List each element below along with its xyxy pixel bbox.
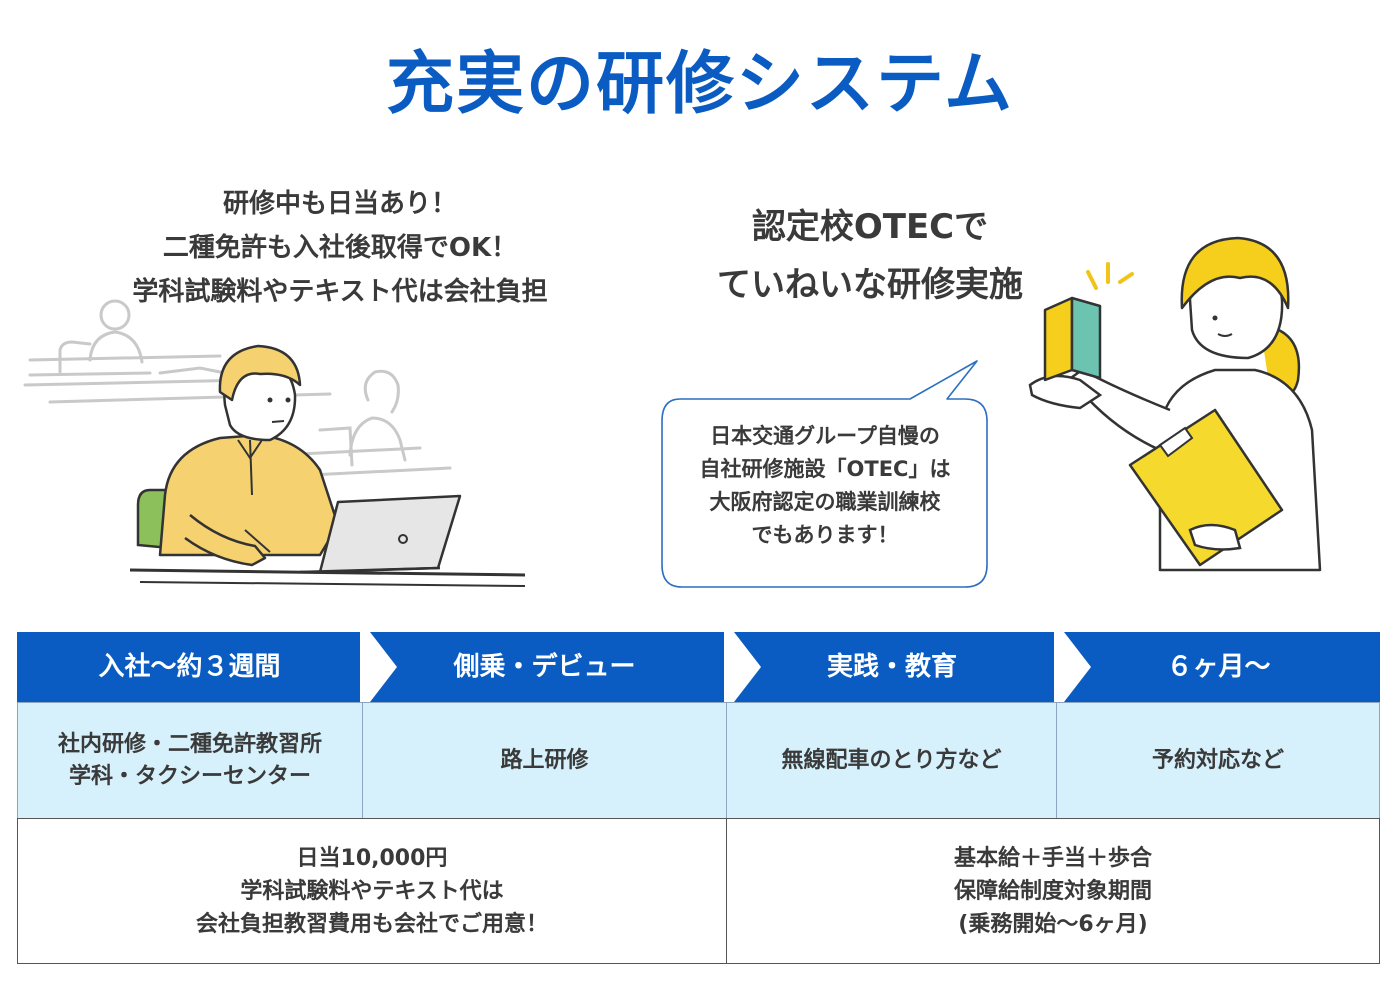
flow-detail-4: 予約対応など <box>1056 703 1379 819</box>
detail-line: 予約対応など <box>1151 748 1284 773</box>
woman-with-book-clipboard-illustration <box>1028 236 1322 572</box>
bubble-line: でもあります！ <box>751 523 899 547</box>
training-flow-table: 入社〜約３週間 側乗・デビュー 実践・教育 ６ヶ月〜 社内研修・二種免許教習所 … <box>17 632 1380 964</box>
flow-pay-row: 日当10,000円 学科試験料やテキスト代は 会社負担教習費用も会社でご用意！ … <box>17 818 1380 964</box>
otec-heading: 認定校OTECで ていねいな研修実施 <box>660 198 1080 314</box>
pay-after-debut: 基本給＋手当＋歩合 保障給制度対象期間 (乗務開始〜6ヶ月) <box>726 819 1379 963</box>
bubble-line: 自社研修施設「OTEC」は <box>699 457 951 481</box>
bubble-line: 大阪府認定の職業訓練校 <box>709 490 941 514</box>
flow-detail-3: 無線配車のとり方など <box>726 703 1056 819</box>
flow-stage-3: 実践・教育 <box>826 652 957 682</box>
pay-line: 会社負担教習費用も会社でご用意！ <box>195 911 548 937</box>
flow-stage-2: 側乗・デビュー <box>453 652 636 682</box>
flow-detail-row: 社内研修・二種免許教習所 学科・タクシーセンター 路上研修 無線配車のとり方など… <box>17 702 1380 820</box>
bubble-line: 日本交通グループ自慢の <box>710 424 940 448</box>
detail-line: 社内研修・二種免許教習所 <box>57 732 322 757</box>
pay-line: 学科試験料やテキスト代は <box>240 878 504 904</box>
flow-stage-4: ６ヶ月〜 <box>1166 652 1271 682</box>
pay-training-period: 日当10,000円 学科試験料やテキスト代は 会社負担教習費用も会社でご用意！ <box>18 819 726 963</box>
detail-line: 路上研修 <box>500 748 589 773</box>
otec-heading-line: 認定校OTECで <box>751 207 989 247</box>
pay-line: 日当10,000円 <box>296 845 448 871</box>
pay-line: 基本給＋手当＋歩合 <box>953 845 1152 871</box>
benefit-line: 学科試験料やテキスト代は会社負担 <box>132 277 548 307</box>
chevron-right-icon <box>1054 632 1091 702</box>
benefit-line: 研修中も日当あり！ <box>222 189 457 219</box>
flow-detail-1: 社内研修・二種免許教習所 学科・タクシーセンター <box>18 703 362 819</box>
benefit-line: 二種免許も入社後取得でOK！ <box>162 233 518 263</box>
chevron-right-icon <box>724 632 761 702</box>
detail-line: 学科・タクシーセンター <box>68 764 311 789</box>
page-title: 充実の研修システム <box>386 45 1014 124</box>
flow-detail-2: 路上研修 <box>362 703 726 819</box>
man-studying-laptop-illustration <box>23 299 526 587</box>
pay-line: 保障給制度対象期間 <box>953 878 1152 904</box>
detail-line: 無線配車のとり方など <box>781 748 1002 773</box>
otec-heading-line: ていねいな研修実施 <box>717 265 1023 305</box>
chevron-right-icon <box>360 632 397 702</box>
flow-stage-1: 入社〜約３週間 <box>98 652 281 682</box>
flow-stage-header: 入社〜約３週間 側乗・デビュー 実践・教育 ６ヶ月〜 <box>17 632 1380 702</box>
flow-arrow-icons <box>360 632 1091 702</box>
speech-bubble <box>661 360 988 588</box>
pay-line: (乗務開始〜6ヶ月) <box>958 911 1148 937</box>
left-benefits-text: 研修中も日当あり！ 二種免許も入社後取得でOK！ 学科試験料やテキスト代は会社負… <box>60 182 620 314</box>
speech-bubble-text: 日本交通グループ自慢の 自社研修施設「OTEC」は 大阪府認定の職業訓練校 でも… <box>662 420 988 552</box>
